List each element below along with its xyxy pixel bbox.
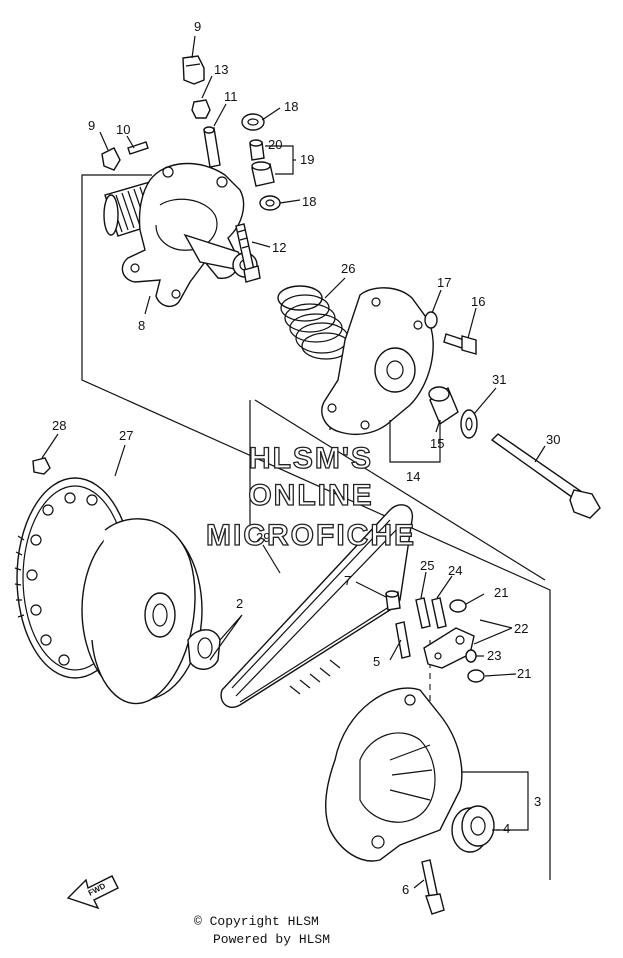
pin-part-10: [127, 141, 149, 155]
callout-25: 25: [420, 558, 434, 573]
watermark: HLSM'S ONLINE MICROFICHE: [205, 441, 416, 552]
bushing-part-2: [187, 629, 221, 670]
callout-23: 23: [487, 648, 501, 663]
callout-11: 11: [224, 89, 238, 104]
roller-part-21-top: [449, 599, 467, 613]
pin-part-11: [203, 126, 221, 168]
cover-plate-part-14: [321, 287, 434, 436]
long-bolt-part-30: [490, 433, 601, 519]
callout-27: 27: [119, 428, 133, 443]
callout-3: 3: [534, 794, 541, 809]
pin-part-25: [415, 597, 431, 629]
callout-31: 31: [492, 372, 506, 387]
pin-part-24: [431, 597, 447, 629]
callout-4: 4: [503, 821, 510, 836]
callout-28: 28: [52, 418, 66, 433]
copyright-text: © Copyright HLSM: [194, 914, 319, 929]
roller-part-21-bottom: [467, 669, 485, 683]
callout-9-left: 9: [88, 118, 95, 133]
callout-18-bottom: 18: [302, 194, 316, 209]
pin-part-5: [395, 621, 411, 659]
bushing-part-20: [249, 139, 265, 161]
washer-part-18-top: [241, 113, 265, 131]
callout-29: 29: [256, 530, 270, 545]
watermark-line-1: HLSM'S: [249, 442, 373, 475]
callout-2: 2: [236, 596, 243, 611]
footer: © Copyright HLSM Powered by HLSM: [194, 914, 330, 947]
bolt-part-28: [32, 457, 51, 475]
callout-17: 17: [437, 275, 451, 290]
callout-9-top: 9: [194, 19, 201, 34]
forward-arrow-icon: FWD: [66, 875, 119, 910]
callout-21-bottom: 21: [517, 666, 531, 681]
weight-arm-part-22: [423, 627, 475, 669]
bolt-part-12: [235, 223, 261, 283]
bolt-part-6: [421, 859, 445, 915]
callout-18-top: 18: [284, 99, 298, 114]
callout-14: 14: [406, 469, 420, 484]
callout-15: 15: [430, 436, 444, 451]
primary-sheave: [81, 518, 203, 705]
spring-part-26: [277, 285, 351, 360]
callout-24: 24: [448, 563, 462, 578]
callout-7: 7: [344, 573, 351, 588]
spider-hub-part-8: [103, 162, 258, 307]
callout-21-top: 21: [494, 585, 508, 600]
callout-16: 16: [471, 294, 485, 309]
callout-19: 19: [300, 152, 314, 167]
callout-labels: 9 13 11 18 9 10 20 19 18 12 8 26 17 16 3…: [52, 19, 560, 897]
bushing-part-15: [428, 386, 459, 426]
clip-part-9-top: [182, 55, 205, 85]
callout-5: 5: [373, 654, 380, 669]
washer-part-31: [460, 409, 478, 439]
callout-10: 10: [116, 122, 130, 137]
callout-12: 12: [272, 240, 286, 255]
powered-by-text: Powered by HLSM: [213, 932, 330, 947]
drive-belt-part-29: [220, 504, 414, 708]
cap-part-7: [385, 590, 401, 611]
collar-part-19: [251, 161, 275, 187]
bushing-part-4: [451, 805, 495, 853]
clip-part-9-left: [101, 147, 121, 171]
watermark-line-2: ONLINE: [248, 479, 373, 512]
bolt-part-16: [443, 333, 477, 355]
pin-part-23: [465, 649, 477, 663]
callout-20: 20: [268, 137, 282, 152]
callout-26: 26: [341, 261, 355, 276]
washer-part-17: [424, 311, 438, 329]
callout-22: 22: [514, 621, 528, 636]
nut-part-13: [191, 99, 211, 119]
sheave-housing-part-3: [325, 687, 463, 862]
watermark-line-3: MICROFICHE: [206, 519, 416, 552]
washer-part-18-bottom: [259, 195, 281, 211]
leader-lines: [41, 35, 546, 889]
callout-13: 13: [214, 62, 228, 77]
callout-30: 30: [546, 432, 560, 447]
callout-8: 8: [138, 318, 145, 333]
callout-6: 6: [402, 882, 409, 897]
